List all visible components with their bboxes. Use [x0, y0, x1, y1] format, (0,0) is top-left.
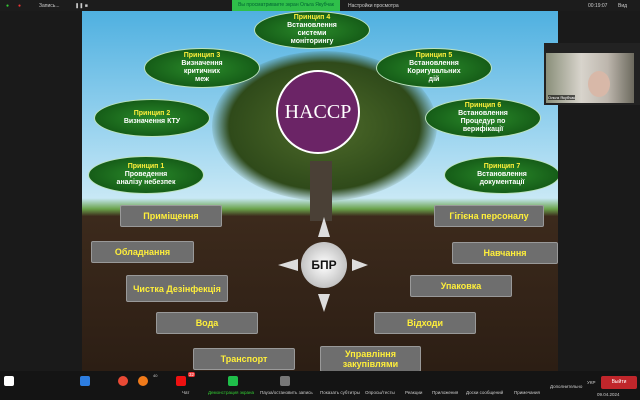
prereq-premises: Приміщення: [120, 205, 222, 227]
prereq-training: Навчання: [452, 242, 558, 264]
windows-start-icon[interactable]: [4, 376, 14, 386]
notes-button[interactable]: Примечания: [514, 390, 540, 395]
prereq-water: Вода: [156, 312, 258, 334]
share-screen-button[interactable]: Демонстрация экрана: [208, 390, 254, 395]
arrow-left-icon: [278, 259, 298, 271]
participant-name: Ольга Якубчак: [548, 95, 576, 100]
video-feed: [546, 53, 634, 103]
chat-button[interactable]: Чат: [182, 390, 190, 395]
firefox-icon[interactable]: [138, 376, 148, 386]
leave-button[interactable]: Выйти: [601, 376, 637, 389]
prereq-packaging: Упаковка: [410, 275, 512, 297]
arrow-up-icon: [318, 217, 330, 237]
apps-button[interactable]: Приложения: [432, 390, 459, 395]
meeting-toolbar: 40 32 Чат Демонстрация экрана Пауза/оста…: [0, 371, 640, 400]
view-options-button[interactable]: Настройки просмотра: [348, 3, 399, 9]
polls-button[interactable]: Опросы/тесты: [365, 390, 395, 395]
prereq-procurement: Управління закупівлями: [320, 346, 421, 371]
opera-icon[interactable]: [176, 376, 186, 386]
captions-button[interactable]: Показать субтитры: [320, 390, 360, 395]
keyboard-language[interactable]: УКР: [587, 380, 596, 385]
chat-badge: 32: [188, 372, 196, 377]
prereq-equipment: Обладнання: [91, 241, 194, 263]
participant-face: [588, 71, 610, 97]
reactions-button[interactable]: Реакции: [405, 390, 423, 395]
haccp-logo: HACCP: [276, 70, 360, 154]
bpr-center: БПР: [301, 242, 347, 288]
shield-icon: ●: [6, 3, 10, 9]
prereq-transport: Транспорт: [193, 348, 295, 370]
arrow-down-icon: [318, 294, 330, 312]
taskbar-date: 09.04.2024: [597, 392, 620, 397]
pause-icon[interactable]: [280, 376, 290, 386]
more-button[interactable]: Дополнительно: [550, 384, 583, 389]
prereq-cleaning: Чистка Дезінфекція: [126, 275, 228, 302]
tree-trunk: [310, 161, 332, 221]
pause-record-button[interactable]: ❚❚ ■: [75, 3, 88, 9]
prereq-waste: Відходи: [374, 312, 476, 334]
chrome-icon[interactable]: [118, 376, 128, 386]
zoom-app-icon[interactable]: [80, 376, 90, 386]
arrow-right-icon: [352, 259, 368, 271]
recording-label: Запись...: [39, 3, 60, 9]
share-screen-icon[interactable]: [228, 376, 238, 386]
pause-recording-button[interactable]: Пауза/остановить запись: [260, 390, 313, 395]
prereq-hygiene: Гігієна персоналу: [434, 205, 544, 227]
view-button[interactable]: Вид: [618, 3, 628, 9]
timer: 00:19:07: [588, 3, 608, 9]
participants-count: 40: [153, 373, 158, 378]
participant-video[interactable]: Ольга Якубчак: [544, 43, 640, 105]
zoom-top-bar: ● ● Запись... ❚❚ ■ Вы просматриваете экр…: [0, 0, 640, 11]
whiteboards-button[interactable]: Доски сообщений: [466, 390, 504, 395]
viewing-banner: Вы просматриваете экран Ольга Якубчак: [232, 0, 340, 11]
record-icon: ●: [18, 3, 22, 9]
